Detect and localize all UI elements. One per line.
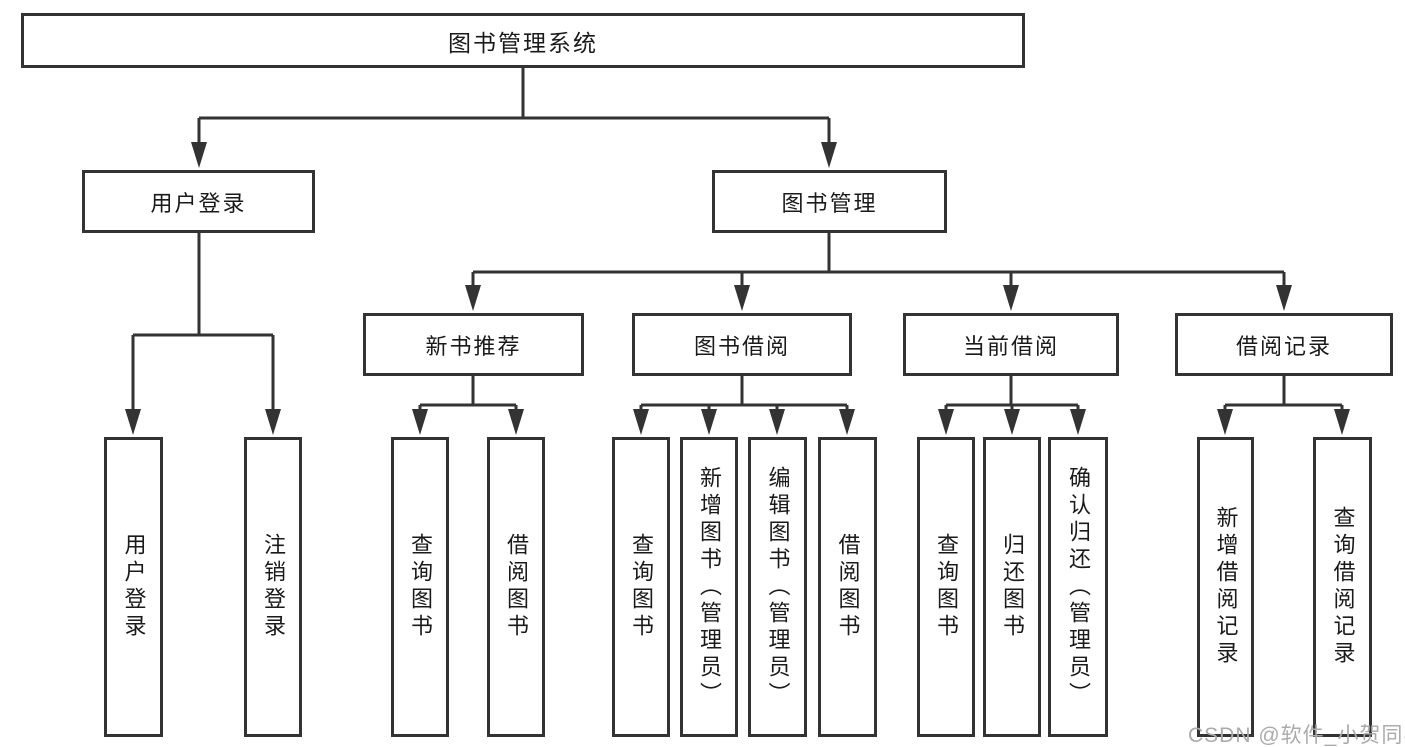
node-book-management-label: 图书管理 (781, 190, 878, 216)
leaf-logout: 注销登录 (244, 437, 302, 737)
node-book-borrow-label: 图书借阅 (693, 333, 790, 359)
leaf-records-add-record: 新增借阅记录 (1197, 437, 1254, 737)
node-borrow-records: 借阅记录 (1175, 313, 1393, 376)
node-borrow-records-label: 借阅记录 (1235, 333, 1332, 359)
node-user-login-label: 用户登录 (150, 190, 247, 216)
csdn-watermark: CSDN @软件_小贺同学 (1188, 724, 1405, 747)
node-new-book-recommend: 新书推荐 (363, 313, 584, 376)
leaf-records-query-record: 查询借阅记录 (1313, 437, 1372, 737)
node-user-login: 用户登录 (82, 170, 315, 233)
leaf-current-return-books: 归还图书 (983, 437, 1041, 737)
leaf-user-login: 用户登录 (104, 437, 163, 737)
leaf-recommend-borrow-books: 借阅图书 (487, 437, 545, 737)
leaf-borrow-add-books-admin: 新增图书（管理员） (680, 437, 738, 737)
node-book-borrow: 图书借阅 (632, 313, 852, 376)
node-book-management: 图书管理 (712, 170, 947, 233)
node-root: 图书管理系统 (21, 13, 1025, 68)
leaf-current-confirm-return-admin: 确认归还（管理员） (1048, 437, 1108, 737)
leaf-borrow-borrow-books: 借阅图书 (818, 437, 877, 737)
leaf-borrow-query-books: 查询图书 (612, 437, 670, 737)
leaf-recommend-query-books: 查询图书 (391, 437, 449, 737)
node-current-borrow-label: 当前借阅 (962, 333, 1059, 359)
node-new-book-recommend-label: 新书推荐 (425, 333, 522, 359)
leaf-current-query-books: 查询图书 (917, 437, 975, 737)
leaf-borrow-edit-books-admin: 编辑图书（管理员） (748, 437, 807, 737)
node-root-label: 图书管理系统 (448, 29, 598, 56)
node-current-borrow: 当前借阅 (903, 313, 1119, 376)
